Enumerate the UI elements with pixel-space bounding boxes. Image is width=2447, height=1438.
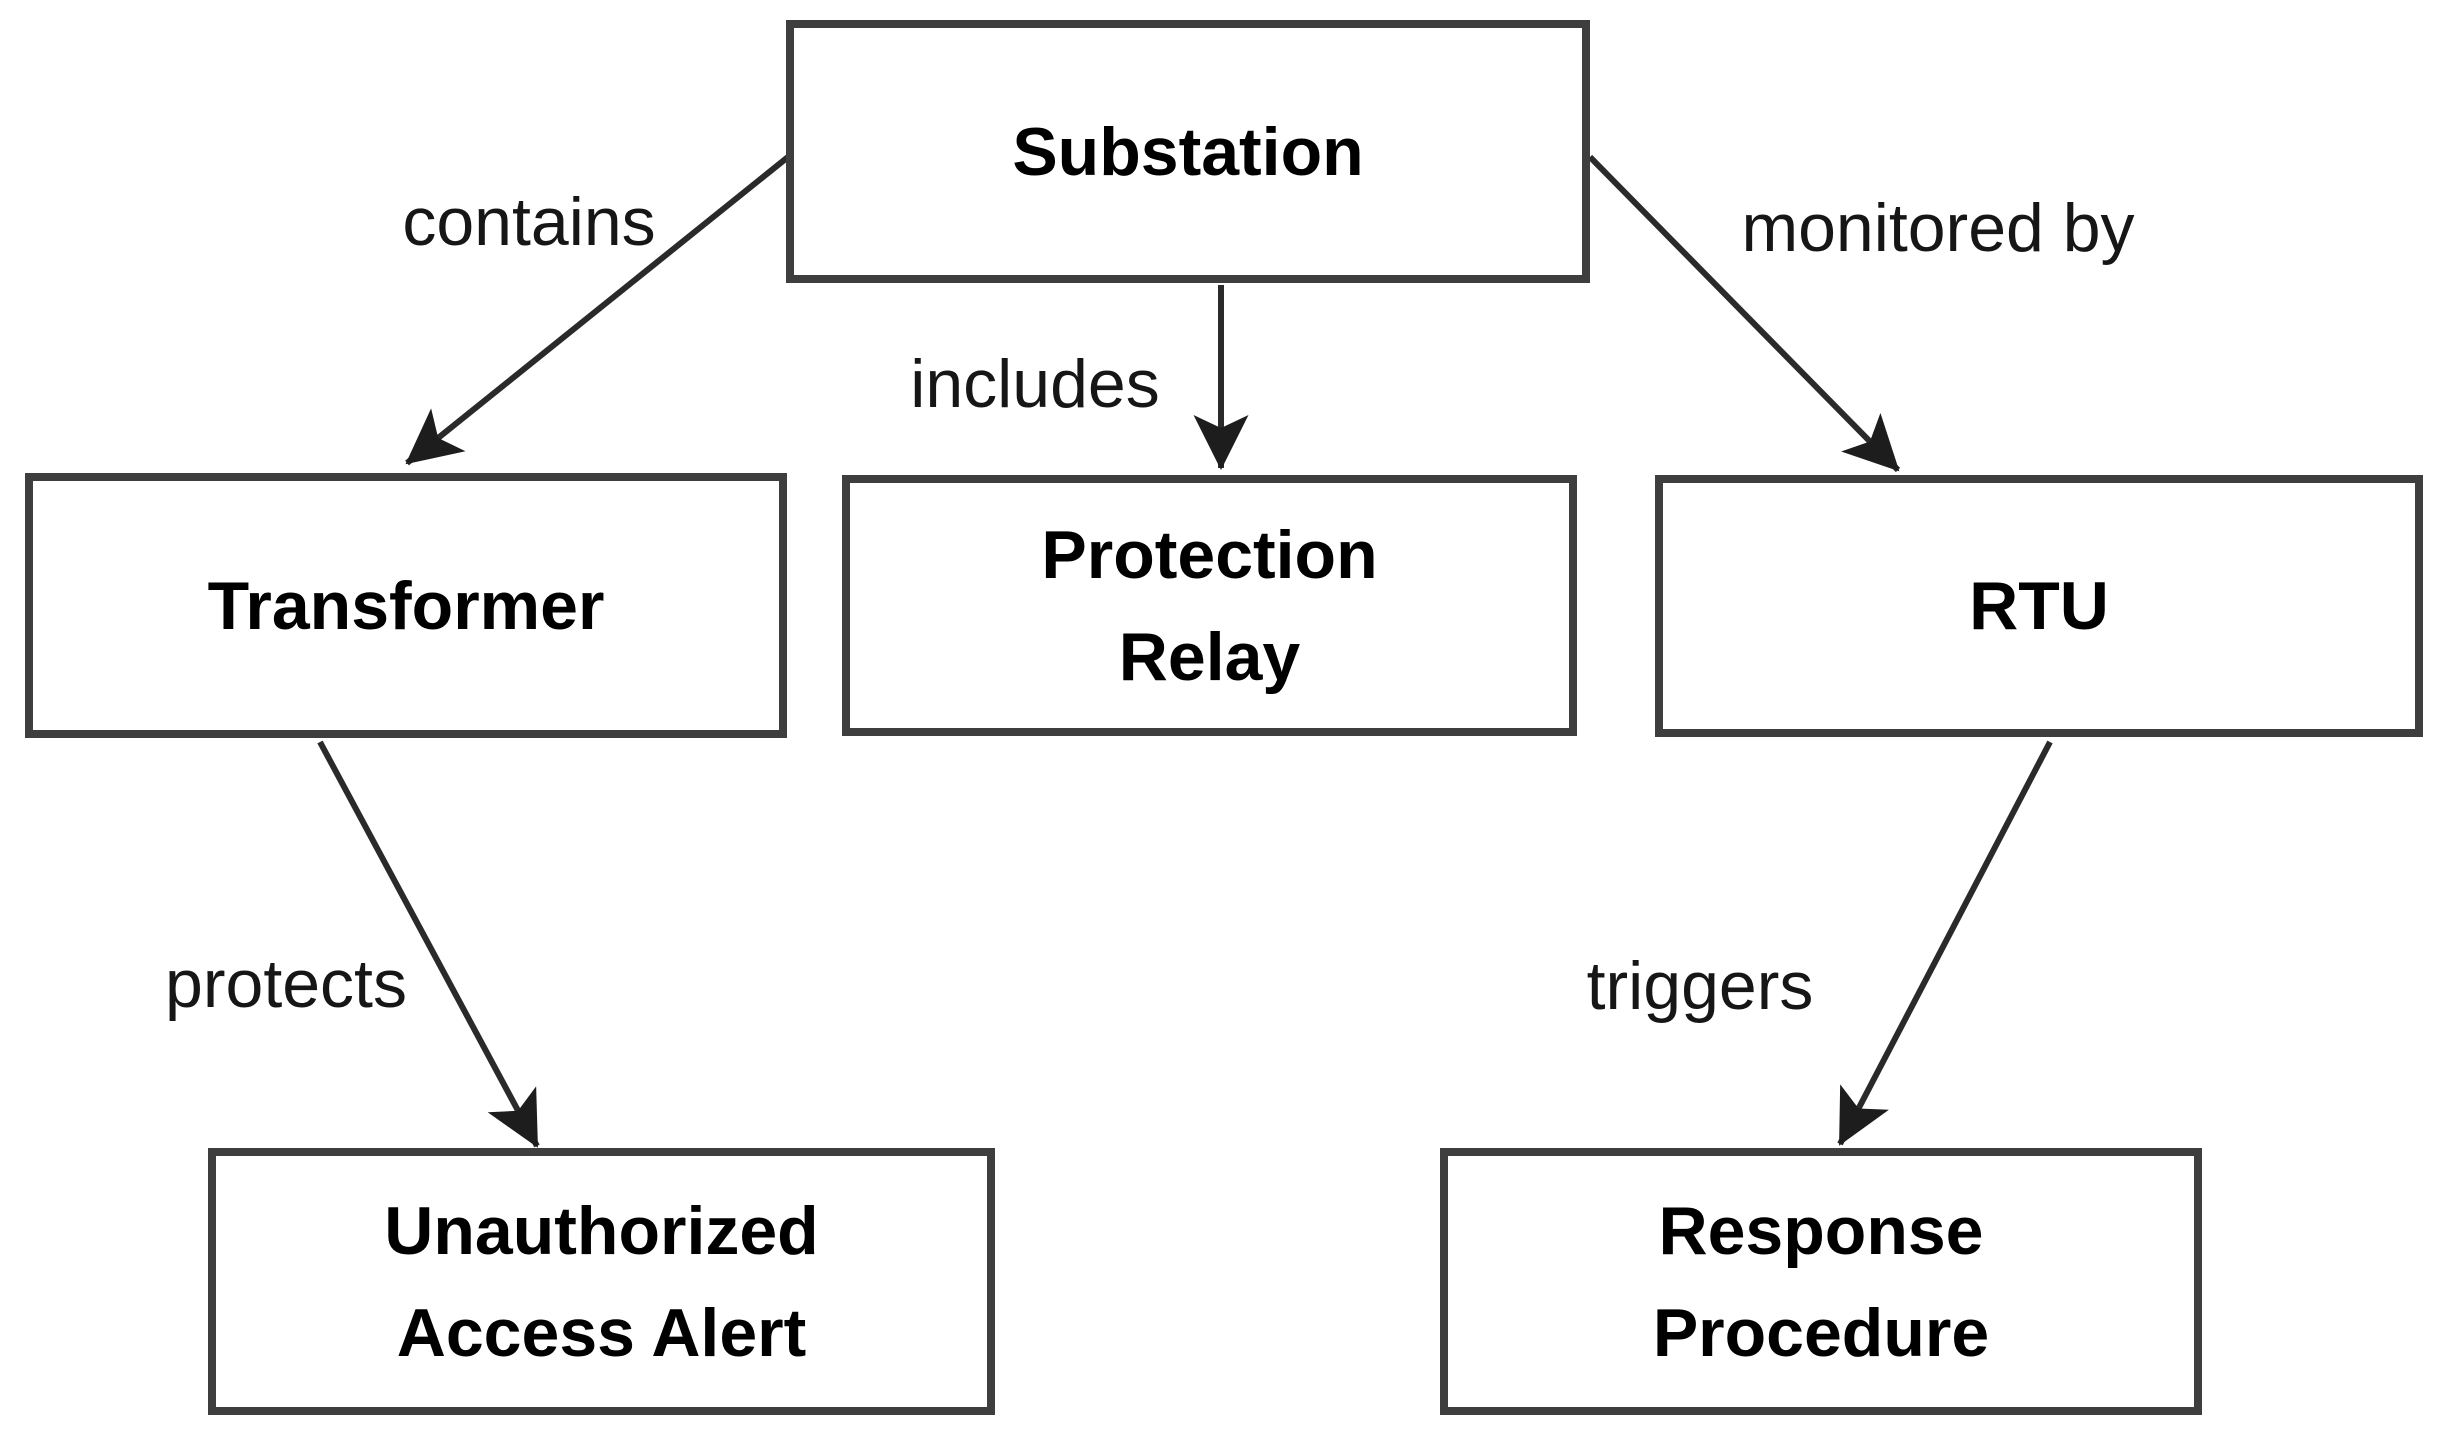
node-substation: Substation — [786, 20, 1590, 283]
node-label: Access Alert — [396, 1294, 807, 1371]
edge-label-monitored-by: monitored by — [1741, 190, 2135, 266]
node-label: Protection — [1041, 516, 1378, 593]
node-rtu: RTU — [1655, 475, 2423, 737]
node-label: Substation — [1012, 113, 1364, 190]
node-label: Unauthorized — [384, 1192, 819, 1269]
node-protection-relay: Protection Relay — [842, 475, 1577, 736]
edge-label-protects: protects — [165, 946, 407, 1022]
node-label: RTU — [1969, 568, 2109, 644]
node-label: Procedure — [1652, 1294, 1990, 1371]
edge-rtu-response-procedure — [1837, 740, 2053, 1146]
edge-label-contains: contains — [402, 184, 656, 260]
node-label: Transformer — [207, 567, 605, 644]
edge-label-triggers: triggers — [1586, 948, 1814, 1024]
node-label: Relay — [1118, 618, 1301, 695]
edge-label-includes: includes — [910, 346, 1160, 422]
node-unauthorized-access-alert: Unauthorized Access Alert — [208, 1148, 995, 1415]
node-transformer: Transformer — [25, 473, 787, 738]
node-label: Response — [1658, 1192, 1984, 1269]
edge-transformer-unauthorized-access-alert — [317, 740, 540, 1148]
node-response-procedure: Response Procedure — [1440, 1148, 2202, 1415]
